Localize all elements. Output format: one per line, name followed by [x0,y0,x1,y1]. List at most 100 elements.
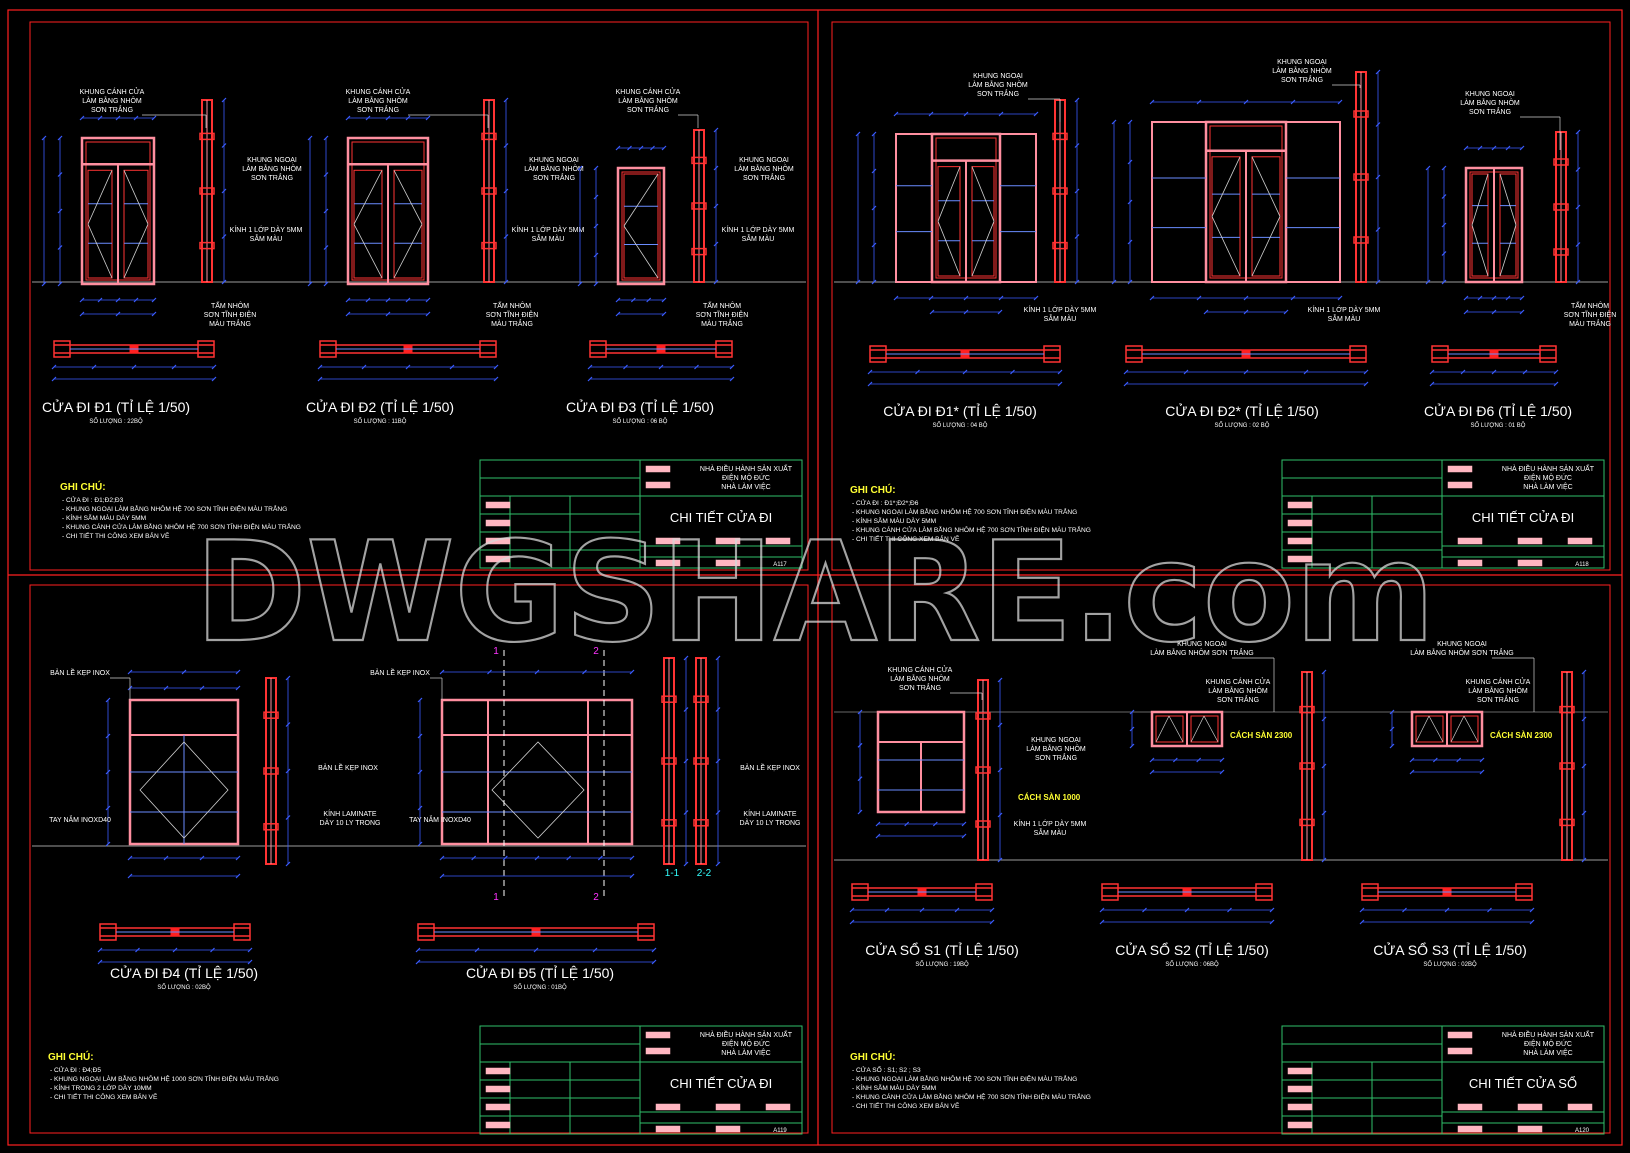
door-elevation [41,115,157,317]
plan-jamb-right [1539,345,1557,363]
dimension-tick [623,364,628,370]
plan-jamb-right [715,340,733,358]
dimension-tick [629,873,635,879]
plan-jamb-right [1043,345,1061,363]
dimension-tick [683,707,689,712]
dimension-line-vertical [105,697,111,847]
dimension-tick [1575,167,1581,172]
dimension-tick [729,376,735,382]
dimension-tick [962,369,968,375]
dimension-tick [997,812,1003,818]
callout-text: MÀU TRẮNG [1569,319,1611,328]
dimension-tick [425,311,431,317]
dimension-tick [875,833,881,839]
dimension-tick [1581,810,1587,816]
section-node [1299,818,1315,827]
project-name: ĐIỆN MỘ ĐỨC [1524,473,1572,482]
title-block-cell-fill [1287,1085,1313,1093]
dimension-tick [181,669,187,675]
dimension-tick [1529,919,1535,925]
dimension-tick [1375,227,1381,232]
drawing-title: CHI TIẾT CỬA ĐI [670,510,772,525]
notes-title: GHI CHÚ: [48,1050,94,1063]
dimension-tick [1127,199,1133,205]
title-block-cell-fill [1447,465,1473,473]
door-section-profile [1052,97,1080,285]
dimension-tick [1491,369,1497,375]
dimension-tick [1196,757,1202,763]
dimension-tick [1057,381,1063,387]
dimension-tick [997,857,1003,863]
callout-text: TAY NẮM INOXD40 [409,815,471,824]
title-block-cell-fill [1287,519,1313,527]
dimension-tick [221,234,227,239]
door-plan-section [51,340,217,382]
door-plan-section [1359,883,1535,925]
dimension-tick [323,172,329,177]
project-name: NHÀ ĐIỀU HÀNH SẢN XUẤT [700,463,793,473]
dimension-tick [638,145,644,151]
plan-jamb-right [637,923,655,941]
dimension-tick [534,855,540,861]
dimension-tick [127,873,133,879]
dimension-tick [235,873,241,879]
callout-text: KHUNG NGOẠI [1277,59,1327,66]
dimension-line [1359,919,1535,925]
project-name: NHÀ ĐIỀU HÀNH SẢN XUẤT [1502,463,1595,473]
dimension-line-vertical [1389,709,1395,749]
dimension-tick [989,919,995,925]
callout-text: LÀM BẰNG NHÔM [1272,66,1332,75]
dimension-line-vertical [1441,165,1447,285]
dimension-tick [713,203,719,209]
dimension-line [1149,99,1343,105]
title-block-cell-fill [715,1103,741,1111]
dimension-line-vertical [997,677,1003,863]
general-notes: GHI CHÚ:- CỬA SỔ : S1; S2 ; S3- KHUNG NG… [850,1050,1091,1110]
quantity-caption: SỐ LƯỢNG : 02 BỘ [1215,422,1270,429]
dimension-tick [651,947,657,953]
dimension-tick [115,297,121,303]
dimension-tick [317,364,323,370]
title-block-cell-fill [1517,559,1543,567]
dimension-line [1409,757,1485,763]
dimension-tick [1505,145,1511,151]
callout-text: KHUNG CÁNH CỬA [1206,677,1271,686]
dimension-tick [1432,757,1438,763]
section-marker: 1 [493,646,499,657]
dimension-tick [97,297,103,303]
callout-label: BẢN LỀ KẸP INOX [50,667,131,700]
dimension-tick [247,947,253,953]
dimension-tick [1425,279,1431,285]
dimension-tick [593,252,599,258]
dimension-tick [323,281,329,287]
project-name: NHÀ LÀM VIỆC [1523,482,1572,491]
dimension-tick [1099,907,1105,913]
leaf-frame [393,169,423,279]
dimension-tick [1575,242,1581,247]
callout-text: BẢN LỀ KẸP INOX [370,667,430,677]
notes-line: - KHUNG CÁNH CỬA LÀM BẰNG NHÔM HỆ 700 SƠ… [852,525,1091,534]
callout-text: MÀU TRẮNG [491,319,533,328]
callout-text: MÀU TRẮNG [209,319,251,328]
dimension-tick [849,919,855,925]
dimension-line-vertical [417,697,423,847]
sash-frame [1415,715,1444,743]
quantity-caption: SỐ LƯỢNG : 11BỘ [354,418,407,425]
dimension-tick [1337,99,1343,105]
swing-line [623,225,659,279]
dimension-tick [867,381,873,387]
title-block-cell-fill [1287,1121,1313,1129]
quantity-caption: SỐ LƯỢNG : 01BỘ [513,984,567,991]
dimension-line [317,376,499,382]
dimension-tick [365,115,371,121]
dimension-tick [1127,239,1133,245]
title-block-cell-fill [485,555,511,563]
callout-text: DÀY 10 LY TRONG [740,818,801,827]
drawing-caption: CỬA SỔ S1 (TỈ LỆ 1/50) [865,941,1019,958]
dimension-tick [715,758,721,764]
